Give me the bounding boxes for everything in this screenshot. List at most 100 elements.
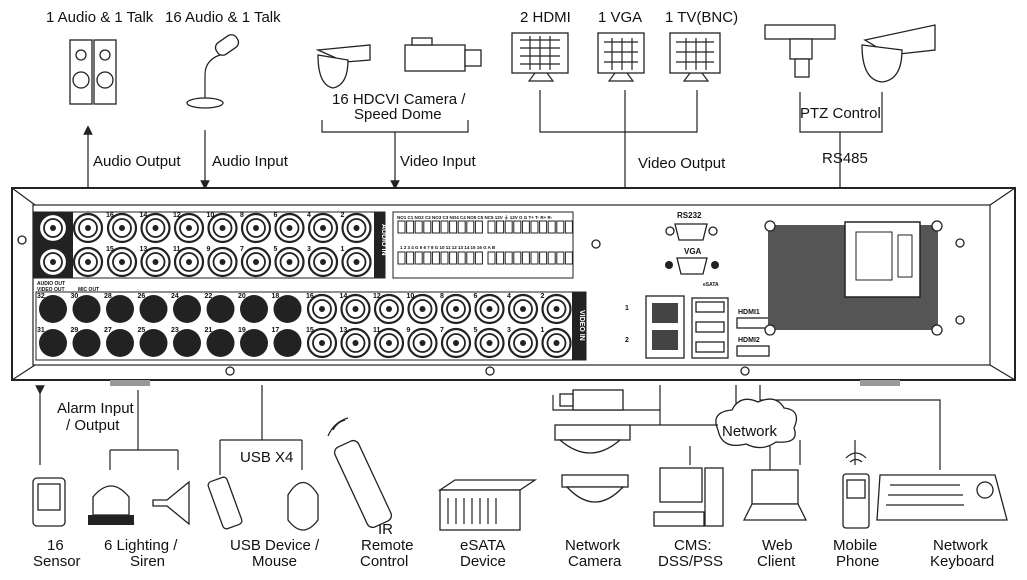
alarm-terminal[interactable]: [504, 251, 513, 265]
vga-port[interactable]: [676, 257, 708, 275]
video-in-connector[interactable]: [474, 293, 505, 325]
alarm-terminal[interactable]: [440, 220, 449, 234]
lan-port-1[interactable]: [652, 303, 678, 323]
alarm-terminal[interactable]: [457, 251, 466, 265]
video-in-connector[interactable]: [440, 293, 472, 325]
alarm-terminal[interactable]: [547, 251, 556, 265]
siren-light-icon: [88, 485, 134, 525]
alarm-terminal[interactable]: [556, 220, 565, 234]
audio-out-connector[interactable]: [37, 212, 69, 244]
usb-port-2[interactable]: [695, 321, 725, 333]
alarm-terminal[interactable]: [474, 251, 483, 265]
video-in-connector[interactable]: [306, 293, 338, 325]
audio-in-connector[interactable]: [274, 246, 305, 278]
alarm-terminal[interactable]: [487, 251, 496, 265]
alarm-terminal[interactable]: [513, 220, 522, 234]
alarm-terminal[interactable]: [406, 220, 415, 234]
lan-port-2[interactable]: [652, 330, 678, 350]
channel-number: 9: [207, 246, 211, 253]
alarm-terminal[interactable]: [521, 220, 530, 234]
alarm-terminal[interactable]: [397, 220, 406, 234]
alarm-terminal[interactable]: [466, 220, 475, 234]
alarm-terminal[interactable]: [414, 251, 423, 265]
audio-in-connector[interactable]: [140, 246, 171, 278]
label-web-1: Web: [762, 537, 793, 554]
audio-out-connector-2[interactable]: [72, 212, 104, 244]
mic-out-connector[interactable]: [72, 246, 104, 278]
alarm-terminal[interactable]: [564, 251, 573, 265]
video-in-connector[interactable]: [340, 327, 371, 359]
video-in-connector[interactable]: [507, 327, 539, 359]
video-in-connector[interactable]: [373, 293, 405, 325]
audio-in-connector[interactable]: [307, 246, 339, 278]
audio-in-connector[interactable]: [207, 212, 238, 244]
alarm-terminal[interactable]: [521, 251, 530, 265]
hdmi2-port[interactable]: [736, 345, 770, 357]
alarm-terminal[interactable]: [440, 251, 449, 265]
usb-lines: [219, 385, 303, 475]
alarm-terminal[interactable]: [487, 220, 496, 234]
alarm-terminal[interactable]: [496, 251, 505, 265]
alarm-terminal[interactable]: [449, 251, 458, 265]
video-out-connector[interactable]: [37, 246, 69, 278]
alarm-terminal[interactable]: [539, 220, 548, 234]
audio-in-connector[interactable]: [106, 246, 138, 278]
video-in-connector[interactable]: [407, 327, 438, 359]
power-switch[interactable]: [897, 234, 913, 278]
lighting-lines: [109, 390, 179, 470]
alarm-terminal[interactable]: [431, 251, 440, 265]
alarm-terminal[interactable]: [474, 220, 483, 234]
blank-connector-cover: [139, 329, 168, 357]
alarm-terminal[interactable]: [466, 251, 475, 265]
esata-port[interactable]: [695, 341, 725, 353]
alarm-terminal[interactable]: [423, 220, 432, 234]
audio-in-connector[interactable]: [106, 212, 138, 244]
alarm-terminal[interactable]: [406, 251, 415, 265]
audio-in-connector[interactable]: [341, 246, 372, 278]
video-in-connector[interactable]: [407, 293, 438, 325]
alarm-terminal[interactable]: [423, 251, 432, 265]
video-in-connector[interactable]: [340, 293, 371, 325]
alarm-terminal[interactable]: [539, 251, 548, 265]
video-in-connector[interactable]: [474, 327, 505, 359]
video-in-connector[interactable]: [373, 327, 405, 359]
alarm-terminal[interactable]: [556, 251, 565, 265]
alarm-terminal[interactable]: [457, 220, 466, 234]
audio-in-connector[interactable]: [307, 212, 339, 244]
audio-in-connector[interactable]: [173, 246, 205, 278]
channel-number: 13: [140, 246, 148, 253]
label-lighting-1: 6 Lighting /: [104, 537, 178, 554]
audio-in-connector[interactable]: [240, 212, 272, 244]
alarm-terminal[interactable]: [564, 220, 573, 234]
alarm-terminal[interactable]: [449, 220, 458, 234]
video-in-connector[interactable]: [541, 293, 572, 325]
audio-in-connector[interactable]: [240, 246, 272, 278]
hdmi1-port[interactable]: [736, 317, 770, 329]
alarm-terminal[interactable]: [496, 220, 505, 234]
usb-drive-icon: [207, 476, 243, 530]
usb-port-1[interactable]: [695, 301, 725, 313]
channel-number: 3: [507, 327, 511, 334]
audio-in-connector[interactable]: [140, 212, 171, 244]
alarm-terminal[interactable]: [431, 220, 440, 234]
rs232-port[interactable]: [674, 223, 708, 241]
audio-in-connector[interactable]: [207, 246, 238, 278]
alarm-terminal[interactable]: [414, 220, 423, 234]
power-socket[interactable]: [855, 231, 893, 281]
video-in-connector[interactable]: [541, 327, 572, 359]
audio-in-connector[interactable]: [173, 212, 205, 244]
video-in-connector[interactable]: [306, 327, 338, 359]
audio-in-connector[interactable]: [341, 212, 372, 244]
alarm-terminal[interactable]: [397, 251, 406, 265]
blank-connector-cover: [72, 329, 101, 357]
alarm-terminal[interactable]: [547, 220, 556, 234]
video-in-connector[interactable]: [507, 293, 539, 325]
channel-number: 2: [541, 293, 545, 300]
audio-in-connector[interactable]: [274, 212, 305, 244]
alarm-terminal[interactable]: [530, 220, 539, 234]
alarm-terminal[interactable]: [530, 251, 539, 265]
channel-number: 1: [541, 327, 545, 334]
alarm-terminal[interactable]: [513, 251, 522, 265]
video-in-connector[interactable]: [440, 327, 472, 359]
alarm-terminal[interactable]: [504, 220, 513, 234]
